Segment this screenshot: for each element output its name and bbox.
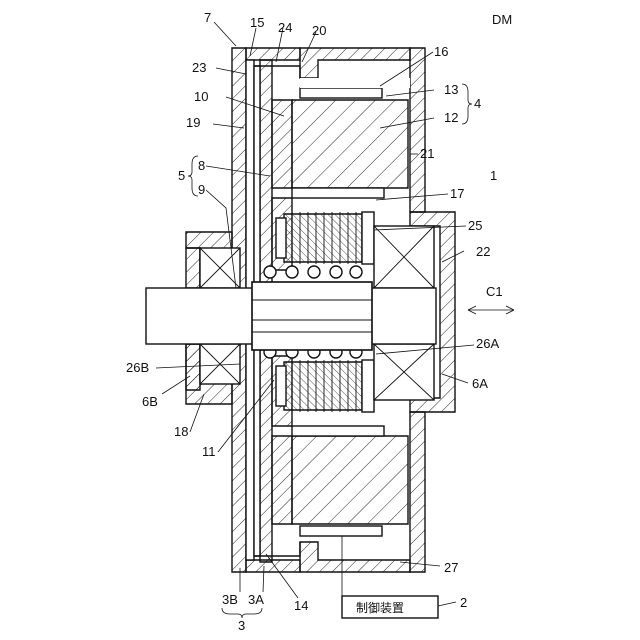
c1-arrow: [468, 306, 514, 314]
label-6a: 6A: [472, 376, 488, 391]
label-3a: 3A: [248, 592, 264, 607]
brace-3: [222, 608, 262, 618]
label-18: 18: [174, 424, 188, 439]
bearing-6a-upper: [374, 226, 434, 288]
label-21: 21: [420, 146, 434, 161]
label-2: 2: [460, 595, 467, 610]
label-22: 22: [476, 244, 490, 259]
label-1: 1: [490, 168, 497, 183]
label-4: 4: [474, 96, 481, 111]
label-dm: DM: [492, 12, 512, 27]
label-14: 14: [294, 598, 308, 613]
label-6b: 6B: [142, 394, 158, 409]
label-26a: 26A: [476, 336, 499, 351]
label-19: 19: [186, 115, 200, 130]
label-c1: C1: [486, 284, 503, 299]
label-15: 15: [250, 15, 264, 30]
brace-5: [188, 156, 198, 196]
label-7: 7: [204, 10, 211, 25]
label-17: 17: [450, 186, 464, 201]
label-24: 24: [278, 20, 292, 35]
label-10: 10: [194, 89, 208, 104]
brace-4: [462, 84, 472, 124]
label-13: 13: [444, 82, 458, 97]
label-11: 11: [202, 444, 216, 459]
label-8: 8: [198, 158, 205, 173]
shaft: [146, 282, 436, 350]
label-25: 25: [468, 218, 482, 233]
label-3b: 3B: [222, 592, 238, 607]
bearing-6b-upper: [200, 248, 240, 288]
label-20: 20: [312, 23, 326, 38]
label-12: 12: [444, 110, 458, 125]
label-26b: 26B: [126, 360, 149, 375]
label-27: 27: [444, 560, 458, 575]
label-5: 5: [178, 168, 185, 183]
bearing-6a-lower: [374, 344, 434, 400]
label-23: 23: [192, 60, 206, 75]
label-9: 9: [198, 182, 205, 197]
label-16: 16: [434, 44, 448, 59]
label-3: 3: [238, 618, 245, 633]
control-device-label: 制御装置: [356, 600, 404, 615]
